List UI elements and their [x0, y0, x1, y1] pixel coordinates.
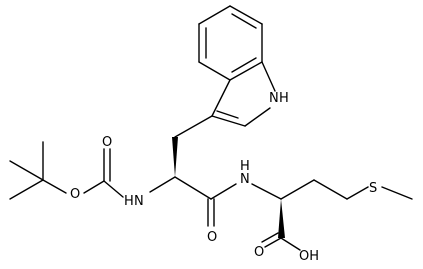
- carbamate-h-label: H: [124, 194, 134, 209]
- carbamate-n-label: N: [134, 194, 144, 209]
- stereo-wedge-met: [278, 199, 285, 238]
- methionine-bonds: [261, 179, 413, 251]
- amide-h-label: H: [240, 159, 250, 174]
- indole-nh-label: N: [269, 91, 279, 106]
- indole-h-label: H: [279, 91, 289, 106]
- atom-labels: N H O O N H O N H S OH O: [70, 91, 377, 264]
- sulfur-label: S: [369, 181, 377, 196]
- stereo-wedge-trp: [172, 137, 178, 177]
- acid-hydroxyl-label: OH: [299, 249, 319, 264]
- backbone-bonds: [9, 137, 282, 227]
- amide-n-label: N: [240, 172, 250, 187]
- carbamate-carbonyl-oxygen-label: O: [102, 135, 112, 150]
- indole-bonds: [174, 5, 276, 138]
- carbamate-ether-oxygen-label: O: [70, 187, 80, 202]
- acid-carbonyl-oxygen-label: O: [254, 245, 264, 260]
- amide-oxygen-label: O: [207, 230, 217, 245]
